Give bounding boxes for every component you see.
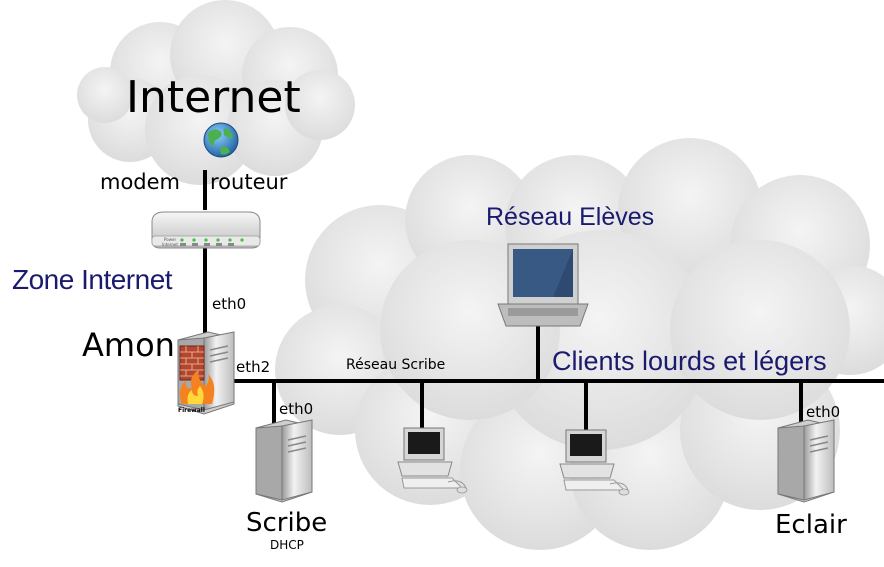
firewall-label: Firewall xyxy=(178,407,205,414)
routeur-label: routeur xyxy=(210,170,288,194)
router-power-label: Power xyxy=(164,237,177,242)
lan-cloud xyxy=(275,138,884,550)
reseau-scribe-label: Réseau Scribe xyxy=(346,357,446,373)
network-links xyxy=(203,170,884,430)
internet-cloud xyxy=(77,0,355,185)
desktop-client-icon xyxy=(559,429,630,496)
globe-icon xyxy=(203,122,239,158)
zone-internet-label: Zone Internet xyxy=(12,264,173,295)
clients-label: Clients lourds et légers xyxy=(552,346,827,376)
eclair-server-icon xyxy=(777,419,835,503)
scribe-server-icon xyxy=(255,419,313,503)
firewall-icon xyxy=(179,345,215,404)
dhcp-label: DHCP xyxy=(270,538,304,552)
modem-label: modem xyxy=(100,170,181,194)
desktop-client-icon xyxy=(397,427,468,494)
scribe-eth0-label: eth0 xyxy=(279,400,314,418)
amon-label: Amon xyxy=(82,326,175,364)
internet-label: Internet xyxy=(126,72,301,123)
eclair-eth0-label: eth0 xyxy=(806,403,841,421)
reseau-eleves-label: Réseau Elèves xyxy=(486,203,655,231)
amon-eth2-label: eth2 xyxy=(236,358,271,376)
router-internet-label: Internet xyxy=(162,242,178,247)
router-icon xyxy=(151,211,261,249)
scribe-label: Scribe xyxy=(246,508,328,538)
amon-eth0-label: eth0 xyxy=(212,295,247,313)
eclair-label: Eclair xyxy=(775,510,847,540)
laptop-icon xyxy=(497,243,589,327)
